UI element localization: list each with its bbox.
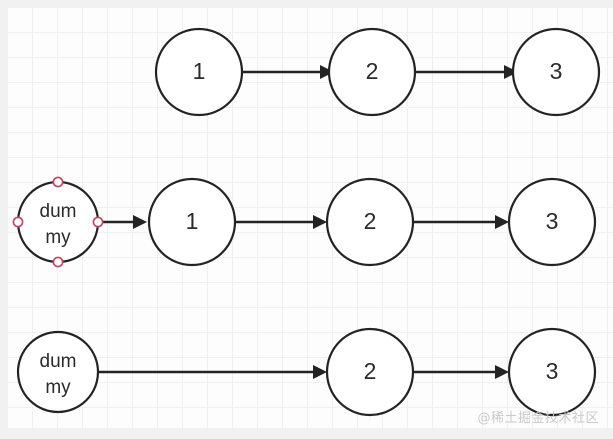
node-label: 1 bbox=[193, 58, 206, 84]
edge-r1-n1-to-r1-n2[interactable] bbox=[242, 65, 334, 79]
node-r3-n3[interactable]: 3 bbox=[507, 327, 597, 417]
node-r1-n2[interactable]: 2 bbox=[327, 27, 417, 117]
arrow-head-icon bbox=[495, 365, 509, 379]
node-label-line2: my bbox=[45, 227, 71, 248]
connection-handle-left[interactable] bbox=[12, 216, 24, 228]
diagram-row-1: 1 2 3 bbox=[154, 27, 601, 117]
node-label: 2 bbox=[364, 208, 377, 234]
node-label: 3 bbox=[546, 208, 559, 234]
node-r2-dummy[interactable]: dum my bbox=[16, 180, 100, 264]
arrow-head-icon bbox=[313, 215, 327, 229]
node-r3-n2[interactable]: 2 bbox=[325, 327, 415, 417]
connection-handle-top[interactable] bbox=[52, 176, 64, 188]
node-label-line2: my bbox=[45, 377, 71, 398]
node-label: 1 bbox=[186, 208, 199, 234]
node-r3-dummy[interactable]: dum my bbox=[16, 330, 100, 414]
diagram-row-3: dum my 2 3 bbox=[16, 327, 597, 417]
node-label: 3 bbox=[550, 58, 563, 84]
edge-r1-n2-to-r1-n3[interactable] bbox=[415, 65, 518, 79]
edge-r2-n0-to-r2-n1[interactable] bbox=[99, 215, 147, 229]
node-r2-n3[interactable]: 3 bbox=[507, 177, 597, 267]
arrow-head-icon bbox=[320, 65, 334, 79]
edge-r2-n2-to-r2-n3[interactable] bbox=[413, 215, 509, 229]
node-r2-n2[interactable]: 2 bbox=[325, 177, 415, 267]
arrow-head-icon bbox=[133, 215, 147, 229]
arrow-head-icon bbox=[313, 365, 327, 379]
node-label-line1: dum bbox=[40, 201, 77, 222]
arrow-head-icon bbox=[495, 215, 509, 229]
node-label: 2 bbox=[364, 358, 377, 384]
node-r1-n1[interactable]: 1 bbox=[154, 27, 244, 117]
node-r2-n1[interactable]: 1 bbox=[147, 177, 237, 267]
connection-handle-right[interactable] bbox=[92, 216, 104, 228]
watermark: @稀土掘金技术社区 bbox=[477, 411, 599, 426]
node-r1-n3[interactable]: 3 bbox=[511, 27, 601, 117]
node-label: 2 bbox=[366, 58, 379, 84]
selection-handles-r2-dummy bbox=[12, 176, 104, 268]
arrow-head-icon bbox=[504, 65, 518, 79]
node-label: 3 bbox=[546, 358, 559, 384]
edge-r3-n0-to-r3-n2[interactable] bbox=[98, 365, 327, 379]
edge-r2-n1-to-r2-n2[interactable] bbox=[235, 215, 327, 229]
edge-r3-n2-to-r3-n3[interactable] bbox=[413, 365, 509, 379]
diagram-row-2: dum my 1 2 3 bbox=[12, 176, 597, 268]
connection-handle-bottom[interactable] bbox=[52, 256, 64, 268]
node-label-line1: dum bbox=[40, 351, 77, 372]
